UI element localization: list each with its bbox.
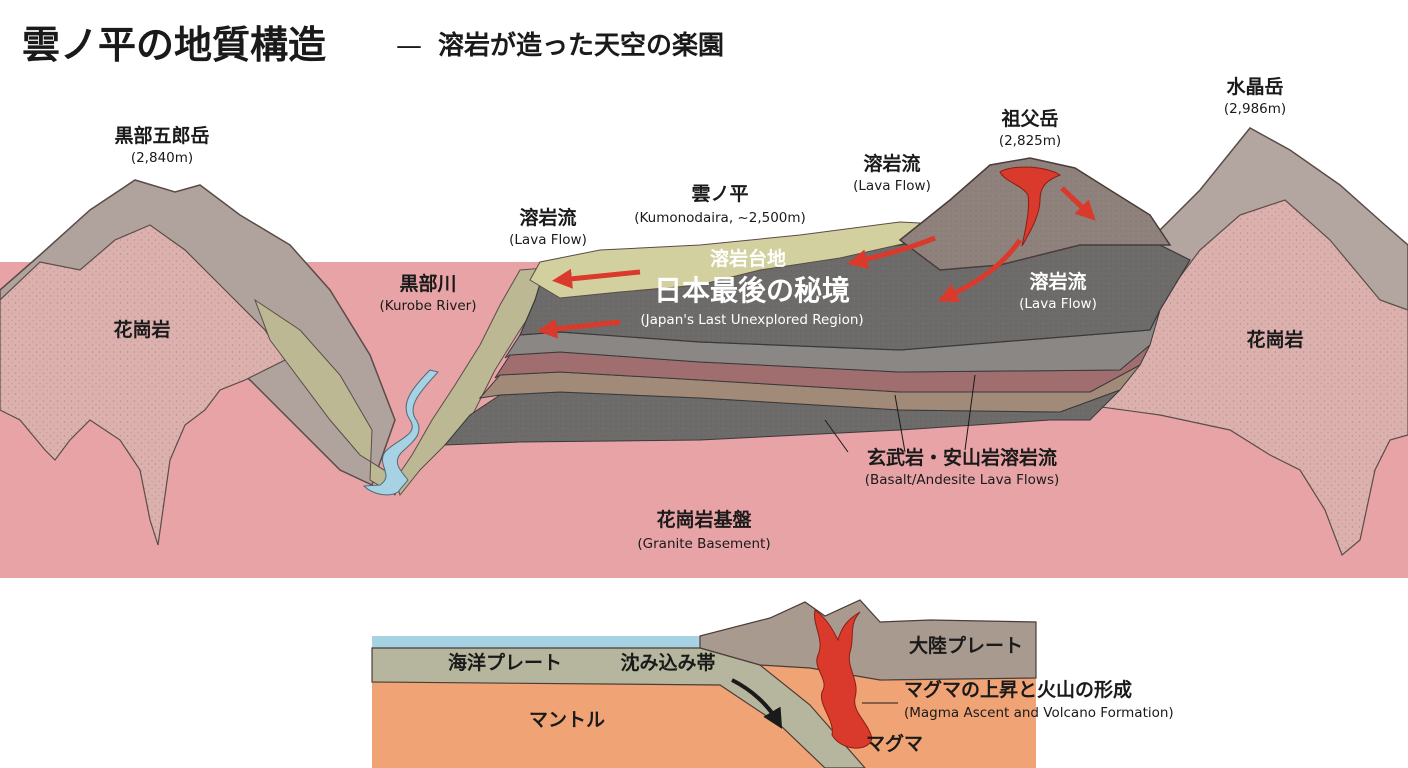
river-label-en: (Kurobe River) — [380, 298, 477, 314]
lava-arrow-5 — [537, 318, 621, 339]
basement-label: 花崗岩基盤 — [656, 508, 752, 531]
plateau-label: 溶岩台地 — [710, 247, 786, 270]
mantle-label: マントル — [529, 709, 605, 731]
granite-right-label: 花崗岩 — [1246, 328, 1303, 351]
lava-flow-left-label-en: (Lava Flow) — [509, 232, 587, 248]
plateau-headline: 日本最後の秘境 — [654, 274, 850, 307]
sofu-crater-lava — [999, 166, 1062, 247]
inset-oceanic-plate — [371, 647, 866, 768]
subduction-zone-label: 沈み込み帯 — [620, 651, 715, 674]
title-main: 雲ノ平の地質構造 — [22, 23, 326, 67]
inset-ocean — [372, 636, 720, 648]
lava-arrow-2 — [937, 238, 1023, 303]
leader-line-1 — [824, 419, 849, 453]
kumonodaira-label: 雲ノ平 — [691, 183, 748, 205]
kurobegoro-elevation: (2,840m) — [131, 150, 193, 166]
magma-label: マグマ — [866, 732, 923, 755]
kurobegoro-name: 黒部五郎岳 — [114, 124, 209, 147]
lava-arrow-3 — [1060, 186, 1096, 221]
sofu-name: 祖父岳 — [1000, 107, 1058, 130]
subduction-inset: 海洋プレート 沈み込み帯 大陸プレート マントル マグマの上昇と火山の形成 (M… — [371, 599, 1174, 768]
magma-ascent-label-en: (Magma Ascent and Volcano Formation) — [904, 705, 1174, 721]
inset-continental-plate — [699, 599, 1037, 681]
lava-flow-top-label-en: (Lava Flow) — [853, 178, 931, 194]
lava-flow-top-label: 溶岩流 — [863, 152, 920, 175]
title-dash: — — [396, 31, 422, 61]
leader-line-3 — [964, 374, 976, 451]
oceanic-plate-label: 海洋プレート — [448, 651, 562, 674]
lava-flow-left-label: 溶岩流 — [519, 206, 576, 229]
suisho-elevation: (2,986m) — [1224, 101, 1286, 117]
magma-ascent-label: マグマの上昇と火山の形成 — [904, 678, 1132, 701]
lava-layers-label: 玄武岩・安山岩溶岩流 — [867, 446, 1057, 469]
suisho-name: 水晶岳 — [1226, 76, 1283, 98]
basement-label-en: (Granite Basement) — [637, 536, 770, 552]
plateau-headline-en: (Japan's Last Unexplored Region) — [640, 312, 863, 328]
title-subtitle: 溶岩が造った天空の楽園 — [438, 30, 724, 61]
lava-flow-right-label: 溶岩流 — [1029, 270, 1086, 293]
subduction-arrow — [731, 678, 783, 729]
river-label: 黒部川 — [399, 272, 456, 295]
lava-layers-label-en: (Basalt/Andesite Lava Flows) — [865, 472, 1060, 488]
kurobe-river-water — [362, 369, 439, 496]
kumonodaira-label-en: (Kumonodaira, ~2,500m) — [634, 210, 806, 226]
continental-plate-label: 大陸プレート — [909, 634, 1023, 657]
lava-arrow-4 — [552, 268, 641, 289]
lava-arrow-1 — [847, 235, 936, 270]
inset-magma-body — [814, 609, 873, 749]
granite-left-label: 花崗岩 — [113, 318, 170, 341]
sofu-elevation: (2,825m) — [999, 133, 1061, 149]
leader-line-2 — [894, 394, 906, 453]
lava-flow-right-label-en: (Lava Flow) — [1019, 296, 1097, 312]
